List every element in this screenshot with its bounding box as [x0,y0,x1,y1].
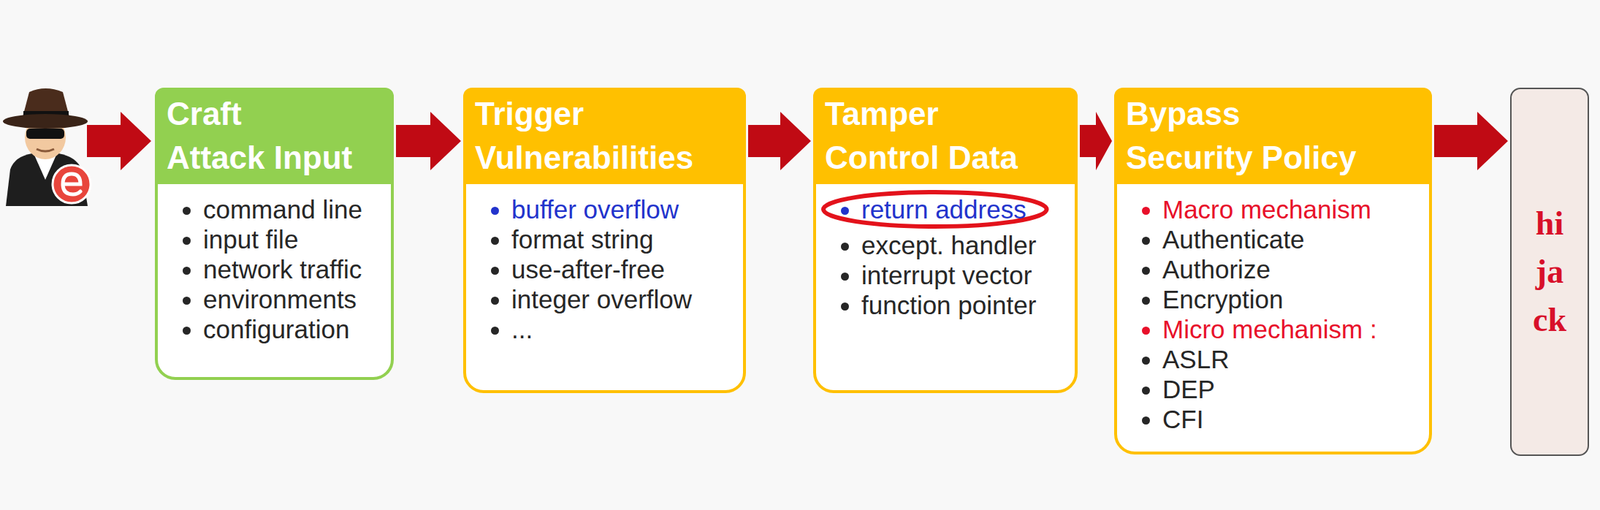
list-item: buffer overflow [511,194,736,225]
result-box: hijack [1510,87,1590,456]
list-item: network traffic [203,254,384,285]
list-item: ... [511,314,736,345]
stage-title: Tamper Control Data [824,92,1068,180]
hacker-hat-brim [2,113,88,129]
list-item: Encryption [1162,284,1422,315]
flow-arrow [748,111,811,171]
list-item: Authorize [1162,254,1422,285]
list-item: Macro mechanism [1162,194,1422,225]
stage-header: Craft Attack Input [154,87,394,185]
list-item: function pointer [861,290,1068,320]
input-arrow [86,111,152,171]
list-item: ASLR [1162,344,1422,375]
flow-arrow [1434,111,1508,171]
highlight-ellipse [823,192,1047,227]
list-item: except. handler [861,230,1068,261]
list-item: use-after-free [511,254,736,285]
flow-arrow [395,111,462,171]
stage-title: Bypass Security Policy [1125,92,1422,180]
stage-box: Bypass Security PolicyMacro mechanismAut… [1114,87,1432,455]
hacker-badge [52,165,91,204]
list-item: format string [511,224,736,255]
list-item: interrupt vector [861,260,1068,291]
stage-header: Trigger Vulnerabilities [463,87,746,185]
list-item: input file [203,224,384,255]
stage-title: Craft Attack Input [166,92,384,180]
list-item: command line [203,194,384,225]
list-item: environments [203,284,384,315]
list-item: DEP [1162,374,1422,405]
stage-list: command lineinput filenetwork trafficenv… [157,184,391,353]
hacker-badge-symbol [62,173,81,195]
list-item: return address [861,194,1068,225]
stage-box: Craft Attack Inputcommand lineinput file… [154,87,394,380]
stage-list: Macro mechanismAuthenticateAuthorizeEncr… [1117,184,1430,443]
list-item: CFI [1162,404,1422,434]
stage-box: Tamper Control Data return address except.… [813,87,1078,394]
hacker-mouth [36,149,55,152]
result-word: hijack [1532,199,1567,345]
stage-header: Bypass Security Policy [1114,87,1432,185]
stage-title: Trigger Vulnerabilities [474,92,736,180]
stage-list: return address except. handlerinterrupt v… [816,184,1075,329]
stage-header: Tamper Control Data [813,87,1078,185]
hacker-glasses [26,128,65,139]
list-item: Micro mechanism : [1162,314,1422,345]
stage-list: buffer overflowformat stringuse-after-fr… [466,184,744,353]
stage-box: Trigger Vulnerabilitiesbuffer overflowfo… [463,87,746,394]
list-item: integer overflow [511,284,736,315]
list-item: Authenticate [1162,224,1422,255]
flow-arrow [1079,111,1112,171]
list-item: configuration [203,314,384,345]
